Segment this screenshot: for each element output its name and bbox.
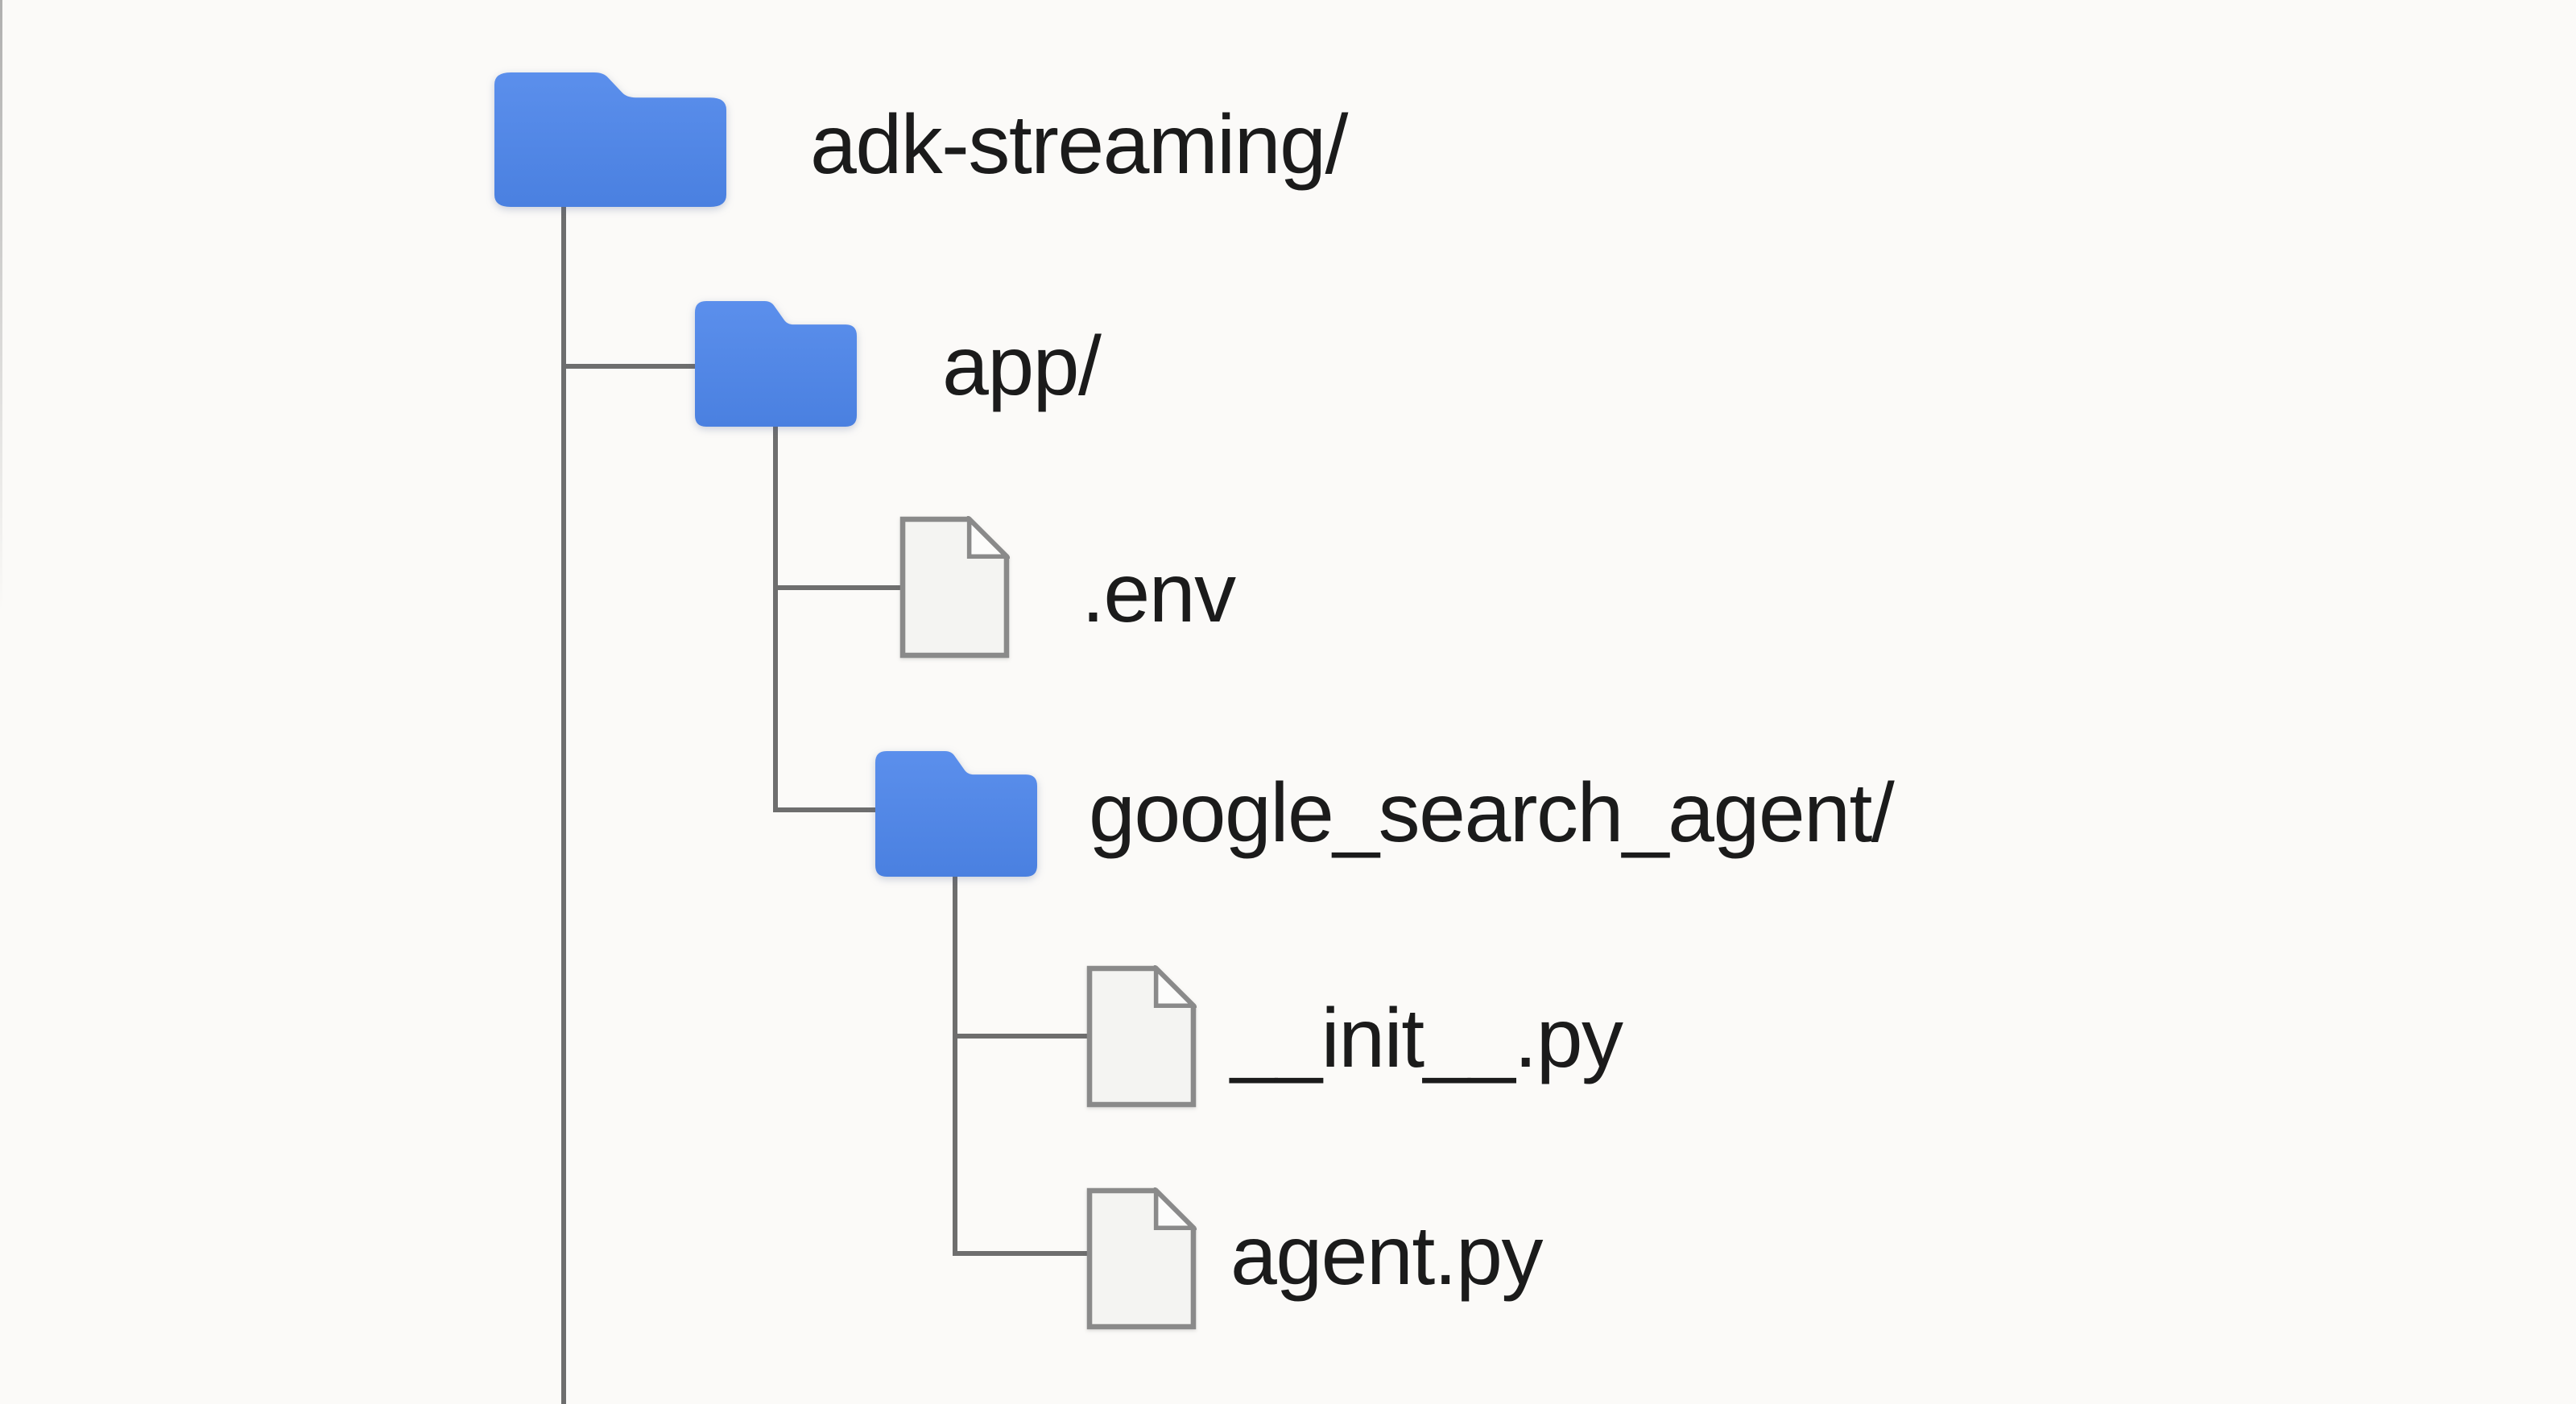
connector-branch-google-search-agent	[773, 807, 878, 812]
node-label-init: __init__.py	[1230, 991, 1623, 1085]
file-icon-agent	[1086, 1187, 1197, 1330]
connector-branch-app	[561, 364, 697, 369]
folder-icon-google-search-agent	[875, 751, 1037, 877]
folder-icon-adk-streaming	[494, 72, 726, 207]
page-edge-line	[0, 0, 2, 612]
file-icon-env	[899, 516, 1010, 659]
connector-branch-env	[773, 585, 902, 590]
node-label-agent: agent.py	[1230, 1208, 1544, 1303]
connector-google-search-agent-trunk	[953, 874, 957, 1256]
node-label-google-search-agent: google_search_agent/	[1089, 766, 1895, 860]
file-icon-init	[1086, 965, 1197, 1108]
connector-app-trunk	[773, 425, 778, 812]
node-label-env: .env	[1081, 546, 1236, 640]
node-label-adk-streaming: adk-streaming/	[810, 97, 1348, 192]
node-label-app: app/	[942, 319, 1102, 413]
folder-icon-app	[695, 301, 857, 427]
connector-branch-init	[953, 1034, 1089, 1039]
connector-branch-agent	[953, 1251, 1089, 1256]
connector-root-trunk	[561, 204, 566, 1404]
